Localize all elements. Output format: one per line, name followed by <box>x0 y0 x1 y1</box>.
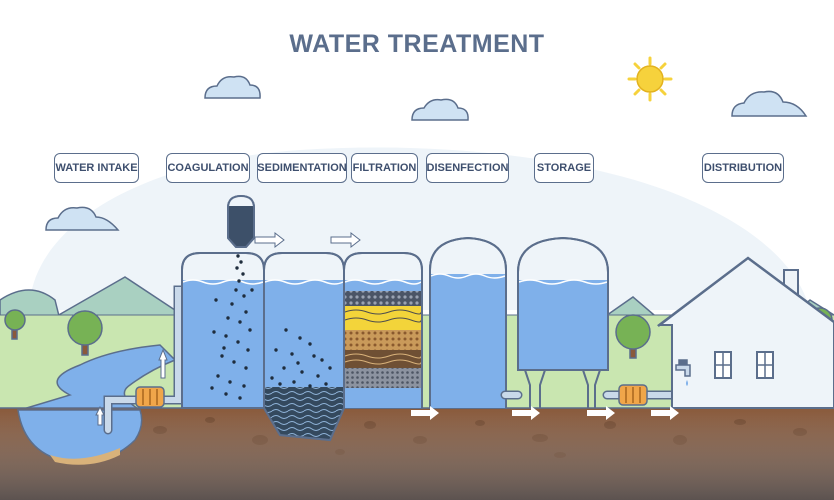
particle <box>308 384 312 388</box>
particle <box>241 272 245 276</box>
particle <box>282 366 286 370</box>
particle <box>320 358 324 362</box>
particle <box>278 382 282 386</box>
particle <box>236 340 240 344</box>
stage-label-distribution: DISTRIBUTION <box>702 153 784 183</box>
particle <box>312 354 316 358</box>
sun-icon <box>627 56 673 102</box>
stage-label-coagulation: COAGULATION <box>166 153 250 183</box>
particle <box>242 294 246 298</box>
particle <box>235 266 239 270</box>
particle <box>292 380 296 384</box>
particle <box>236 254 240 258</box>
particle <box>242 384 246 388</box>
flow-arrow-icon <box>411 406 679 420</box>
particle <box>298 336 302 340</box>
particle <box>300 370 304 374</box>
particle <box>270 376 274 380</box>
cloud-icons <box>45 75 808 231</box>
particle <box>224 392 228 396</box>
particle <box>238 320 242 324</box>
stage-label-storage: STORAGE <box>534 153 594 183</box>
pump-icon <box>618 384 648 406</box>
particle <box>324 382 328 386</box>
pump-icon <box>135 386 165 408</box>
chemical-dispenser-icon <box>227 194 255 248</box>
particle <box>290 352 294 356</box>
particle <box>216 374 220 378</box>
particle <box>250 288 254 292</box>
particle <box>239 260 243 264</box>
stage-label-filtration: FILTRATION <box>351 153 418 183</box>
faucet-icon <box>675 359 691 386</box>
particle <box>232 360 236 364</box>
flow-arrow-icon <box>254 231 361 249</box>
particle <box>308 342 312 346</box>
stage-label-intake: WATER INTAKE <box>54 153 139 183</box>
treatment-tanks <box>181 252 423 442</box>
particle <box>237 279 241 283</box>
storage-tank <box>517 236 609 408</box>
particle <box>210 386 214 390</box>
particle <box>222 346 226 350</box>
house-icon <box>657 256 834 409</box>
particle <box>220 354 224 358</box>
particle <box>284 328 288 332</box>
particle <box>238 396 242 400</box>
particle <box>244 310 248 314</box>
particle <box>248 328 252 332</box>
particle <box>214 298 218 302</box>
particle <box>234 288 238 292</box>
particle <box>244 366 248 370</box>
flow-arrow-icon <box>95 348 168 426</box>
particle <box>224 334 228 338</box>
cloud-icon <box>204 75 261 99</box>
stage-label-sedimentation: SEDIMENTATION <box>257 153 347 183</box>
page-title: WATER TREATMENT <box>289 30 545 58</box>
particle <box>226 316 230 320</box>
stage-label-disinfection: DISENFECTION <box>426 153 509 183</box>
particle <box>228 380 232 384</box>
cloud-icon <box>45 206 120 231</box>
cloud-icon <box>411 98 469 121</box>
particle <box>296 361 300 365</box>
particle <box>328 366 332 370</box>
cloud-icon <box>731 90 808 117</box>
river <box>19 344 177 411</box>
intake-pipes <box>103 285 191 435</box>
particles <box>210 254 332 400</box>
particle <box>230 302 234 306</box>
disinfection-tank <box>429 236 507 409</box>
particle <box>246 348 250 352</box>
particle <box>274 348 278 352</box>
particle <box>212 330 216 334</box>
particle <box>316 374 320 378</box>
